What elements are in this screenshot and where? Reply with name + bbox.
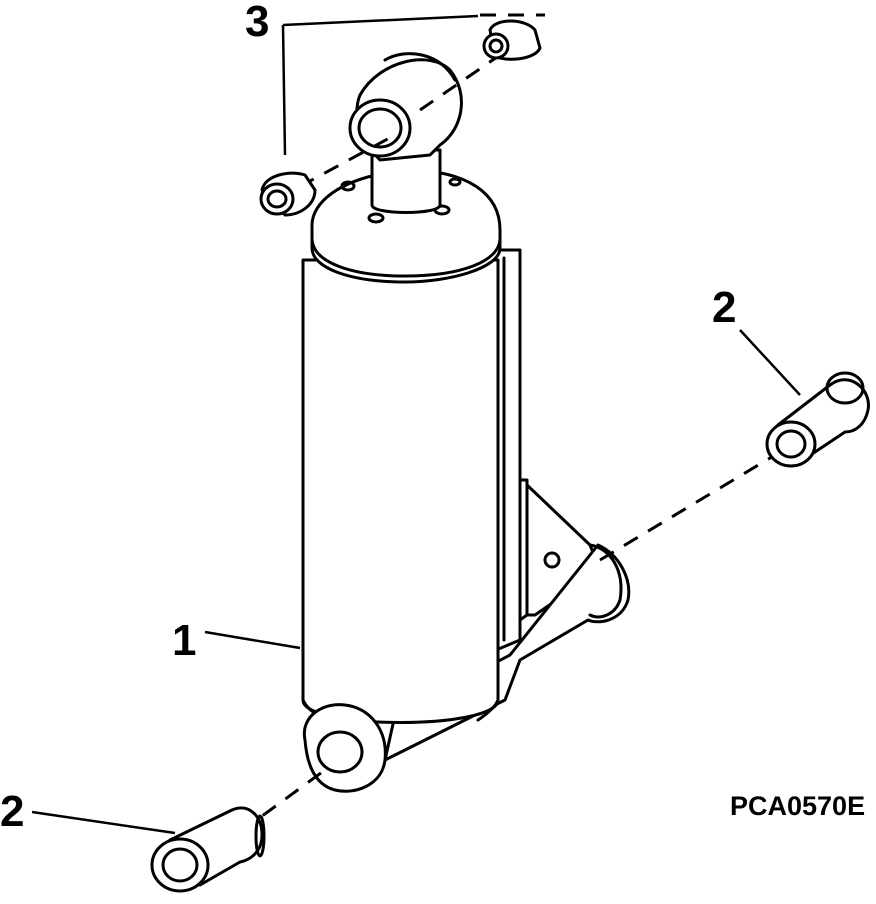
piston-rod (348, 52, 463, 214)
figure-code: PCA0570E (730, 791, 865, 821)
callout-2-left: 2 (0, 787, 24, 836)
cylinder-barrel (301, 168, 502, 724)
bushing-right (765, 371, 870, 468)
callout-1: 1 (172, 616, 196, 665)
callout-2-right: 2 (712, 283, 736, 332)
rod-bushing-lower (259, 171, 317, 217)
alignment-lines (194, 13, 776, 867)
bottom-eye (302, 703, 387, 793)
rod-bushing-upper (482, 19, 542, 61)
leader-lines (31, 14, 801, 835)
bushing-left (150, 806, 266, 893)
callout-3: 3 (245, 0, 269, 46)
